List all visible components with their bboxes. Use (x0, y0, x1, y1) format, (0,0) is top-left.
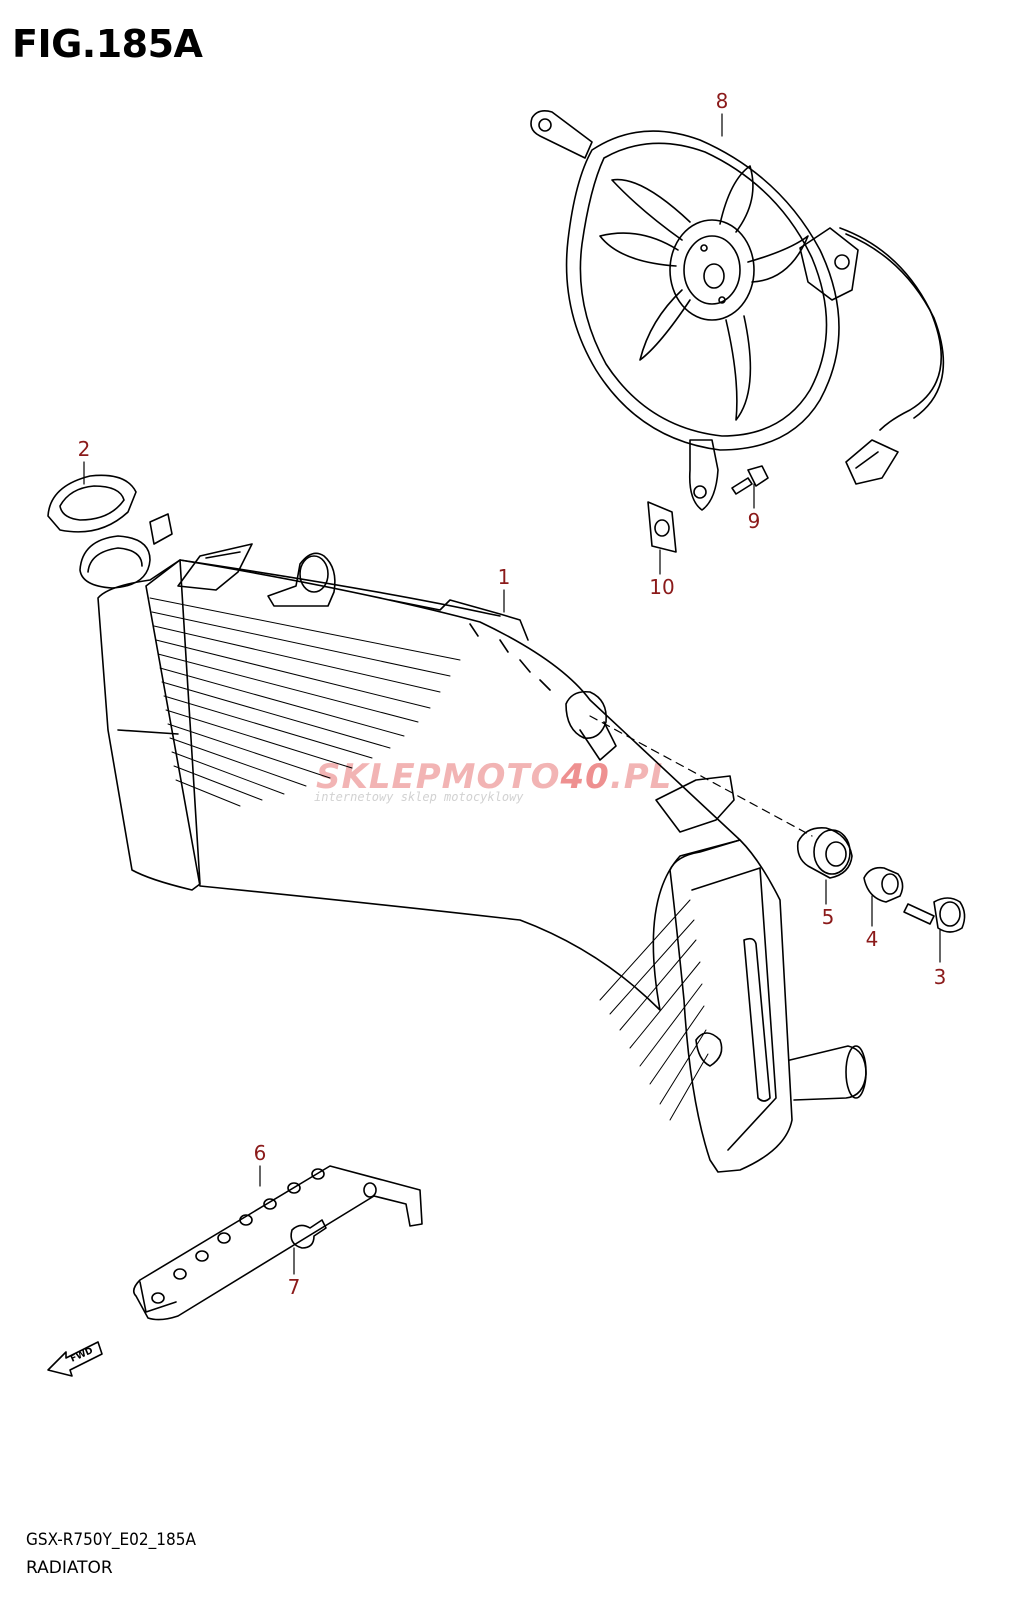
callout-3: 3 (934, 965, 947, 989)
collar-part-4[interactable] (863, 866, 904, 903)
bracket-part-6[interactable] (132, 1165, 423, 1321)
cooling-fan-part-8[interactable] (530, 110, 945, 511)
clip-nut-part-10[interactable] (647, 501, 677, 553)
forward-arrow-icon: FWD (47, 1341, 103, 1377)
callout-7: 7 (288, 1275, 301, 1299)
screw-part-7[interactable] (290, 1219, 327, 1249)
watermark-tagline: internetowy sklep motocyklowy (314, 790, 524, 804)
callout-9: 9 (748, 509, 761, 533)
figure-title: FIG.185A (12, 22, 203, 66)
callout-2: 2 (78, 437, 91, 461)
grommet-part-5[interactable] (796, 826, 853, 879)
callout-4: 4 (866, 927, 879, 951)
bolt-part-3[interactable] (903, 897, 966, 933)
callout-5: 5 (822, 905, 835, 929)
bolt-part-9[interactable] (731, 465, 769, 495)
watermark-brand-tail: .PL (609, 757, 673, 797)
callout-8: 8 (716, 89, 729, 113)
callout-1: 1 (498, 565, 511, 589)
radiator-cap-part-2[interactable] (47, 474, 137, 533)
callout-6: 6 (254, 1141, 267, 1165)
watermark-brand: SKLEPMOTO40.PL (316, 757, 672, 797)
watermark-brand-num: 40 (560, 757, 610, 797)
callout-10: 10 (649, 575, 674, 599)
section-name: RADIATOR (26, 1558, 113, 1578)
watermark-brand-mid: MOTO (441, 757, 561, 797)
radiator-part-1[interactable] (79, 513, 867, 1173)
model-code: GSX-R750Y_E02_185A (26, 1530, 196, 1550)
